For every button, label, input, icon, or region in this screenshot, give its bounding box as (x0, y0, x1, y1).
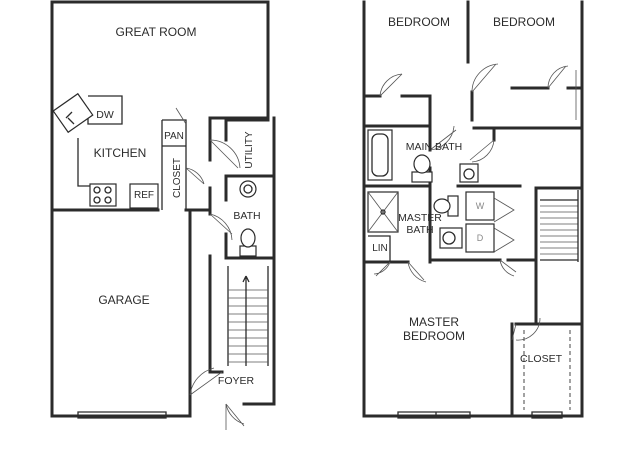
linen-label: LIN (372, 243, 388, 254)
great-room-label: GREAT ROOM (116, 25, 197, 39)
master-bedroom-label-line2: BEDROOM (403, 329, 465, 343)
utility-label: UTILITY (244, 131, 255, 169)
first-floor (50, 0, 276, 430)
bedroom-left-label: BEDROOM (388, 15, 450, 29)
closet-first-floor-label: CLOSET (172, 158, 183, 198)
pantry-label: PAN (164, 131, 184, 142)
foyer-label: FOYER (218, 375, 255, 387)
bath-label: BATH (233, 210, 260, 222)
second-floor (362, 0, 584, 419)
garage-label: GARAGE (98, 293, 149, 307)
master-bath-label-line2: BATH (406, 224, 433, 236)
bedroom-right-label: BEDROOM (493, 15, 555, 29)
kitchen-label: KITCHEN (94, 146, 147, 160)
washer-label: W (476, 201, 485, 211)
closet-master-label: CLOSET (520, 353, 563, 365)
dryer-label: D (477, 233, 484, 243)
refrigerator-label: REF (134, 190, 154, 201)
master-bath-label-line1: MASTER (398, 212, 442, 224)
master-bedroom-label-line1: MASTER (409, 315, 459, 329)
main-bath-label: MAIN BATH (406, 141, 462, 153)
dishwasher-label: DW (96, 109, 114, 121)
